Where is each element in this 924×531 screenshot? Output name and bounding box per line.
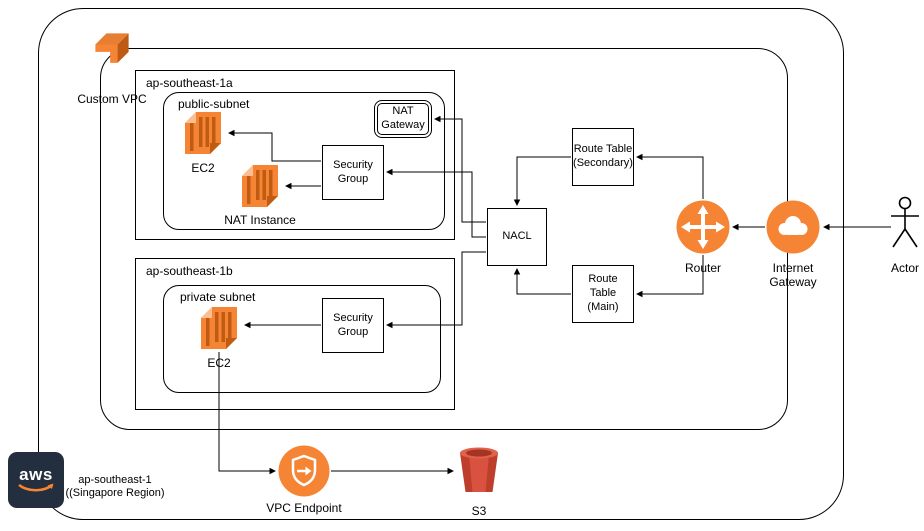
s3-icon <box>456 444 502 496</box>
route-table-main-label: Route Table (Main) <box>587 273 619 313</box>
s3-label: S3 <box>471 504 487 518</box>
custom-vpc-label: Custom VPC <box>77 92 147 106</box>
private-subnet-boundary <box>163 285 441 393</box>
aws-logo: aws <box>8 452 64 508</box>
security-group-private-node: Security Group <box>322 298 384 353</box>
route-table-main-node: Route Table (Main) <box>572 265 634 323</box>
nat-instance-label: NAT Instance <box>224 213 296 227</box>
custom-vpc-icon <box>88 26 136 74</box>
nacl-label: NACL <box>502 230 532 243</box>
router-icon <box>676 200 730 254</box>
az-b-boundary <box>135 258 455 410</box>
private-subnet-label: private subnet <box>180 290 256 304</box>
az-b-label: ap-southeast-1b <box>146 264 233 278</box>
region-boundary <box>38 8 844 520</box>
nat-instance-icon <box>237 163 283 209</box>
public-subnet-label: public-subnet <box>178 97 250 111</box>
nat-gateway-label: NAT Gateway <box>381 105 425 131</box>
az-a-label: ap-southeast-1a <box>146 76 233 90</box>
internet-gateway-icon <box>766 200 820 254</box>
route-table-secondary-label: Route Table (Secondary) <box>573 143 633 169</box>
actor-label: Actor <box>890 261 919 275</box>
region-label: ap-southeast-1 ((Singapore Region) <box>65 474 165 500</box>
ec2-private-icon <box>196 305 242 351</box>
vpc-endpoint-label: VPC Endpoint <box>266 501 342 515</box>
actor-icon <box>890 196 920 254</box>
ec2-public-label: EC2 <box>191 161 215 175</box>
internet-gateway-label: Internet Gateway <box>769 261 817 290</box>
router-label: Router <box>684 261 722 275</box>
aws-logo-text: aws <box>19 464 53 484</box>
vpc-endpoint-icon <box>278 445 330 497</box>
nat-gateway-node: NAT Gateway <box>374 100 432 138</box>
security-group-public-label: Security Group <box>333 158 373 185</box>
security-group-public-node: Security Group <box>322 145 384 200</box>
aws-smile-swoosh <box>18 483 54 491</box>
nacl-node: NACL <box>487 208 547 266</box>
route-table-secondary-node: Route Table (Secondary) <box>572 128 634 186</box>
ec2-private-label: EC2 <box>207 356 231 370</box>
security-group-private-label: Security Group <box>333 311 373 338</box>
ec2-public-icon <box>180 110 226 156</box>
